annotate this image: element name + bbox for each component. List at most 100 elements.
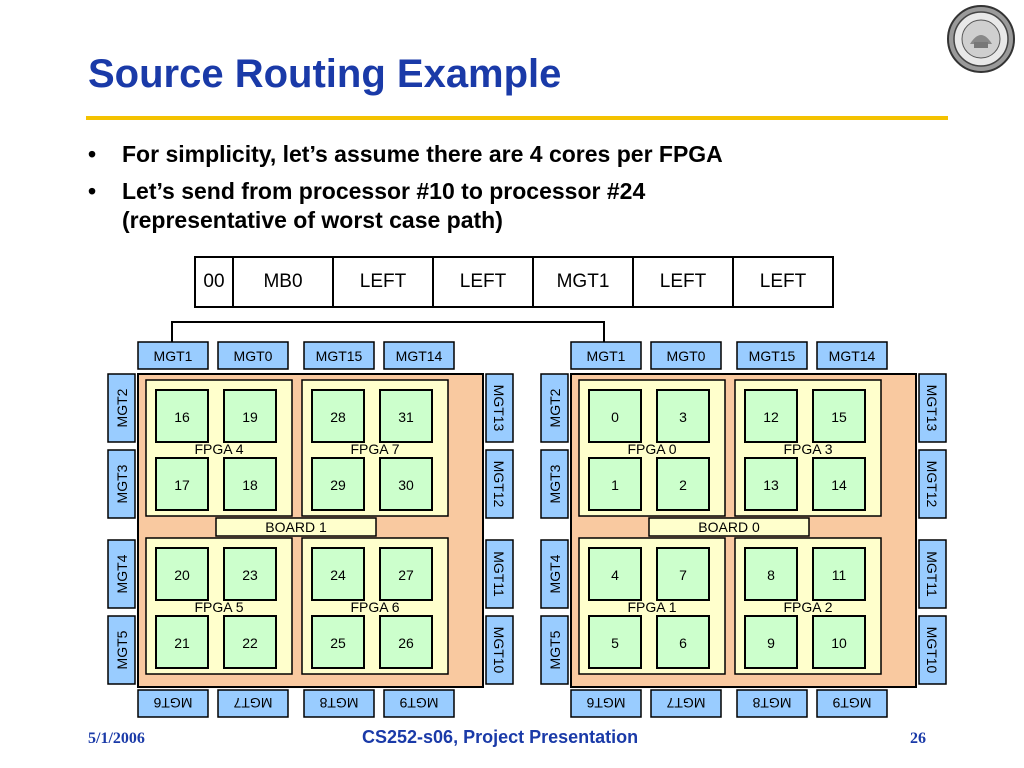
core-box xyxy=(744,457,798,511)
fpga-label: FPGA 2 xyxy=(783,599,832,615)
mgt-label: MGT3 xyxy=(114,464,130,503)
mgt-port xyxy=(540,373,569,443)
core-id: 11 xyxy=(832,567,847,583)
fpga-label: FPGA 0 xyxy=(627,441,676,457)
core-box xyxy=(155,547,209,601)
core-id: 21 xyxy=(174,635,190,651)
bullet-dot: • xyxy=(88,141,97,167)
board-label: BOARD 1 xyxy=(265,519,327,535)
slide-title: Source Routing Example xyxy=(88,52,562,96)
core-id: 18 xyxy=(242,477,258,493)
core-box xyxy=(588,547,642,601)
mgt-label: MGT1 xyxy=(587,348,626,364)
core-id: 6 xyxy=(679,635,687,651)
route-field: LEFT xyxy=(732,258,832,306)
core-id: 25 xyxy=(330,635,346,651)
mgt-label: MGT10 xyxy=(924,627,940,674)
mgt-port xyxy=(107,615,136,685)
core-box xyxy=(812,547,866,601)
core-id: 10 xyxy=(831,635,847,651)
route-field: LEFT xyxy=(432,258,532,306)
mgt-label: MGT6 xyxy=(153,695,192,711)
mgt-label: MGT11 xyxy=(491,551,507,597)
mgt-port xyxy=(540,449,569,519)
mgt-port xyxy=(650,341,722,370)
mgt-port xyxy=(816,689,888,718)
core-box xyxy=(223,615,277,669)
core-id: 31 xyxy=(398,409,414,425)
mgt-label: MGT8 xyxy=(752,695,791,711)
fpga-block xyxy=(145,379,293,517)
mgt-port xyxy=(918,373,947,443)
core-box xyxy=(155,615,209,669)
core-box xyxy=(223,547,277,601)
core-id: 16 xyxy=(174,409,190,425)
core-id: 26 xyxy=(398,635,414,651)
mgt-label: MGT5 xyxy=(114,630,130,669)
core-box xyxy=(223,389,277,443)
mgt-label: MGT3 xyxy=(547,464,563,503)
board-label-box xyxy=(648,517,810,537)
mgt-port xyxy=(540,539,569,609)
footer-date: 5/1/2006 xyxy=(88,730,145,747)
fpga-label: FPGA 4 xyxy=(194,441,243,457)
bullet-item: • Let’s send from processor #10 to proce… xyxy=(88,177,968,235)
mgt-label: MGT15 xyxy=(316,348,363,364)
core-box xyxy=(744,389,798,443)
board-label: BOARD 0 xyxy=(698,519,760,535)
mgt-label: MGT2 xyxy=(114,388,130,427)
core-id: 13 xyxy=(763,477,779,493)
route-field: MGT1 xyxy=(532,258,632,306)
mgt-label: MGT6 xyxy=(586,695,625,711)
bullet-dot: • xyxy=(88,178,97,204)
core-box xyxy=(311,547,365,601)
mgt-label: MGT8 xyxy=(319,695,358,711)
route-field: 00 xyxy=(203,271,225,292)
fpga-label: FPGA 3 xyxy=(783,441,832,457)
core-box xyxy=(656,389,710,443)
core-box xyxy=(155,389,209,443)
core-id: 27 xyxy=(398,567,414,583)
fpga-block xyxy=(145,537,293,675)
mgt-port xyxy=(918,615,947,685)
mgt-port xyxy=(107,449,136,519)
core-id: 9 xyxy=(767,635,775,651)
bullet-list: • For simplicity, let’s assume there are… xyxy=(88,140,968,243)
fpga-block xyxy=(578,379,726,517)
mgt-label: MGT0 xyxy=(667,348,706,364)
mgt-port xyxy=(650,689,722,718)
mgt-label: MGT13 xyxy=(491,385,507,432)
mgt-port xyxy=(540,615,569,685)
core-box xyxy=(744,547,798,601)
mgt-port xyxy=(736,689,808,718)
fpga-label: FPGA 6 xyxy=(350,599,399,615)
mgt-label: MGT1 xyxy=(154,348,193,364)
footer-page-number: 26 xyxy=(910,730,926,747)
core-id: 17 xyxy=(174,477,190,493)
core-id: 1 xyxy=(611,477,619,493)
core-box xyxy=(656,457,710,511)
mgt-label: MGT7 xyxy=(233,695,272,711)
mgt-port xyxy=(137,689,209,718)
core-id: 30 xyxy=(398,477,414,493)
mgt-label: MGT9 xyxy=(399,695,438,711)
core-box xyxy=(812,389,866,443)
mgt-port xyxy=(107,539,136,609)
core-id: 8 xyxy=(767,567,775,583)
mgt-label: MGT4 xyxy=(114,554,130,593)
mgt-port xyxy=(485,373,514,443)
core-box xyxy=(379,547,433,601)
mgt-port xyxy=(383,341,455,370)
fpga-block xyxy=(734,379,882,517)
core-box xyxy=(223,457,277,511)
fpga-block xyxy=(734,537,882,675)
fpga-block xyxy=(578,537,726,675)
core-id: 15 xyxy=(831,409,847,425)
core-box xyxy=(812,615,866,669)
core-box xyxy=(311,615,365,669)
mgt-label: MGT12 xyxy=(491,461,507,508)
board-body xyxy=(137,373,484,688)
mgt-port xyxy=(485,539,514,609)
core-id: 22 xyxy=(242,635,258,651)
mgt-port xyxy=(570,341,642,370)
